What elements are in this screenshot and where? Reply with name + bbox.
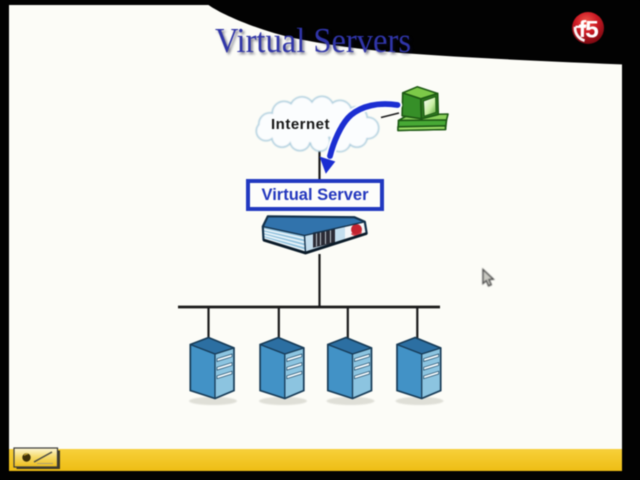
svg-text:5: 5 [585, 17, 599, 44]
svg-text:f: f [579, 16, 587, 42]
